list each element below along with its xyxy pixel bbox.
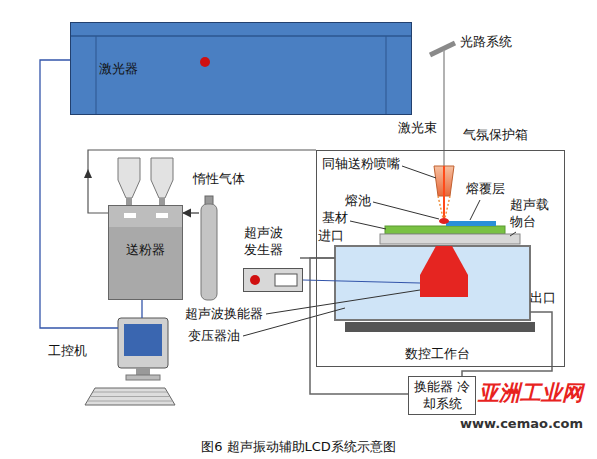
part-label: 超声载物台 [510, 197, 552, 231]
laser-box: 激光器 [70, 22, 412, 115]
connector [40, 60, 118, 328]
powder-jet [438, 196, 443, 218]
beam-path [443, 50, 445, 166]
cladding-layer [446, 221, 496, 226]
monitor-stand [136, 368, 150, 375]
laser-indicator [200, 57, 210, 67]
monitor-base [126, 375, 160, 380]
leader-line [350, 221, 386, 229]
watermark-url: www.cemao.com [460, 416, 583, 433]
melt-pool [439, 218, 449, 224]
keyboard-keys [87, 392, 173, 401]
part-label: 数控工作台 [405, 346, 470, 363]
leader-line [470, 200, 480, 220]
stage-plate [380, 234, 520, 244]
part-label: 同轴送粉喷嘴 [322, 156, 400, 173]
ultrasonic-generator: 超声波发生器 [243, 268, 303, 292]
connector [183, 212, 199, 213]
connector [141, 300, 142, 318]
laser-beam [443, 166, 445, 218]
powder-line [88, 150, 316, 213]
oil-tank [335, 246, 530, 320]
part-label: 激光束 [398, 120, 437, 137]
part-label: 基材 [322, 210, 348, 227]
node-label: 工控机 [48, 343, 87, 360]
feeder-slot [156, 213, 168, 218]
laser-body [70, 22, 412, 115]
cooling-pipe [310, 258, 408, 394]
node-label: 送粉器 [109, 242, 182, 259]
hopper-neck [126, 198, 132, 205]
node-label: 惰性气体 [193, 171, 245, 188]
feeder-slot [124, 213, 136, 218]
part-label: 变压器油 [188, 328, 240, 345]
generator-wire [303, 280, 420, 283]
watermark: 亚洲工业网 [478, 380, 583, 407]
part-label: 熔池 [345, 193, 371, 210]
node-label: 超声波发生器 [244, 225, 286, 259]
monitor [118, 318, 168, 368]
laser-panel-line [96, 36, 97, 115]
monitor-screen [124, 324, 162, 356]
laser-panel-line [70, 35, 412, 37]
powder-hopper [118, 158, 140, 198]
substrate [385, 226, 505, 234]
keyboard [85, 388, 175, 405]
part-label: 光路系统 [460, 34, 512, 51]
powder-jet [445, 196, 450, 218]
port-label: 出口 [530, 290, 556, 307]
part-label: 超声波换能器 [185, 306, 263, 323]
hopper-neck [159, 198, 165, 205]
gas-protection-box: 气氛保护箱 [316, 150, 565, 367]
node-label: 气氛保护箱 [463, 127, 528, 144]
leader-line [266, 290, 420, 314]
part-label: 熔覆层 [466, 181, 505, 198]
powder-arrow [84, 169, 92, 178]
mirror [430, 43, 455, 55]
leader-line [373, 202, 439, 219]
transducer-horn [420, 246, 468, 275]
cnc-table [345, 322, 535, 332]
port-label: 进口 [318, 228, 344, 245]
laser-panel-line [386, 36, 387, 115]
generator-display [275, 274, 297, 286]
cooling-box: 换能器 冷却系统 [408, 376, 476, 415]
leader-line [510, 232, 516, 236]
caption: 图6 超声振动辅助LCD系统示意图 [0, 439, 597, 456]
node-label: 激光器 [99, 61, 138, 78]
feeder-panel [108, 205, 183, 227]
node-label: 换能器 冷却系统 [413, 379, 470, 413]
gas-cylinder [201, 204, 217, 300]
powder-hopper [151, 158, 173, 198]
powder-feeder: 送粉器 [108, 205, 183, 300]
leader-line [402, 166, 436, 178]
feeder-body [108, 205, 183, 300]
computer: 工控机 [118, 318, 168, 368]
gas-cylinder-node: 惰性气体 [199, 196, 219, 300]
generator-knob [250, 275, 260, 285]
generator-body [243, 268, 303, 292]
transducer-body [420, 275, 468, 297]
